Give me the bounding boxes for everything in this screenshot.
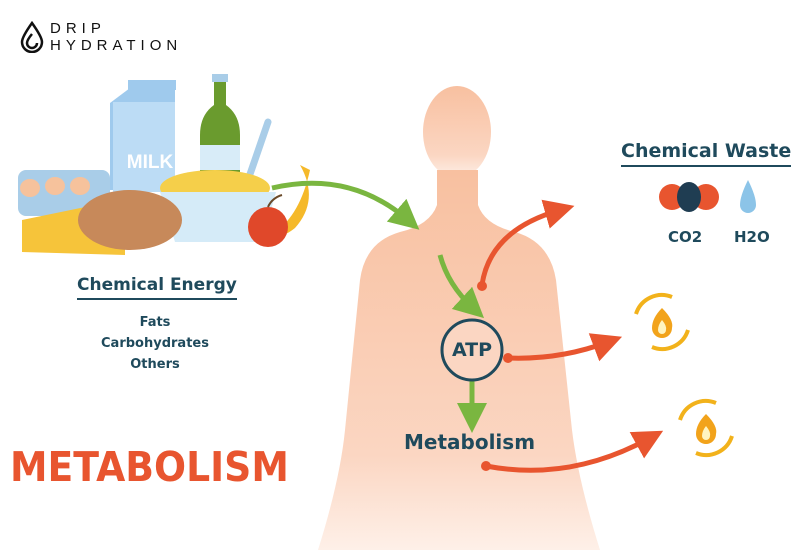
drop-logo-icon [20, 21, 44, 53]
chemical-energy-list: Fats Carbohydrates Others [95, 312, 215, 375]
heat-arrow-1 [507, 333, 623, 362]
logo-line-2: HYDRATION [50, 37, 183, 54]
food-illustration: MILK [18, 74, 310, 255]
energy-item: Others [130, 357, 180, 372]
heat-arrow-2 [485, 430, 664, 473]
body-to-atp-arrow [437, 254, 485, 319]
atp-label: ATP [451, 339, 493, 361]
food-to-body-arrow [271, 180, 420, 230]
chemical-energy-heading: Chemical Energy [77, 275, 237, 300]
h2o-label: H2O [734, 228, 770, 246]
atp-circle [440, 318, 504, 382]
page-title: METABOLISM [10, 443, 289, 491]
co2-label: CO2 [668, 228, 703, 246]
drip-hydration-logo: DRIP HYDRATION [20, 20, 182, 54]
heat-fire-icon [634, 293, 690, 351]
metabolism-label: Metabolism [404, 430, 536, 454]
heat-fire-icon [678, 399, 734, 457]
logo-line-1: DRIP [50, 20, 106, 37]
co2-molecule-icon [659, 182, 719, 212]
energy-item: Carbohydrates [101, 336, 209, 351]
water-drop-icon [740, 180, 756, 213]
waste-arrow [479, 199, 575, 286]
milk-label: MILK [127, 152, 174, 173]
energy-item: Fats [139, 315, 171, 330]
chemical-waste-heading: Chemical Waste [621, 140, 792, 167]
human-body-silhouette [318, 86, 600, 550]
